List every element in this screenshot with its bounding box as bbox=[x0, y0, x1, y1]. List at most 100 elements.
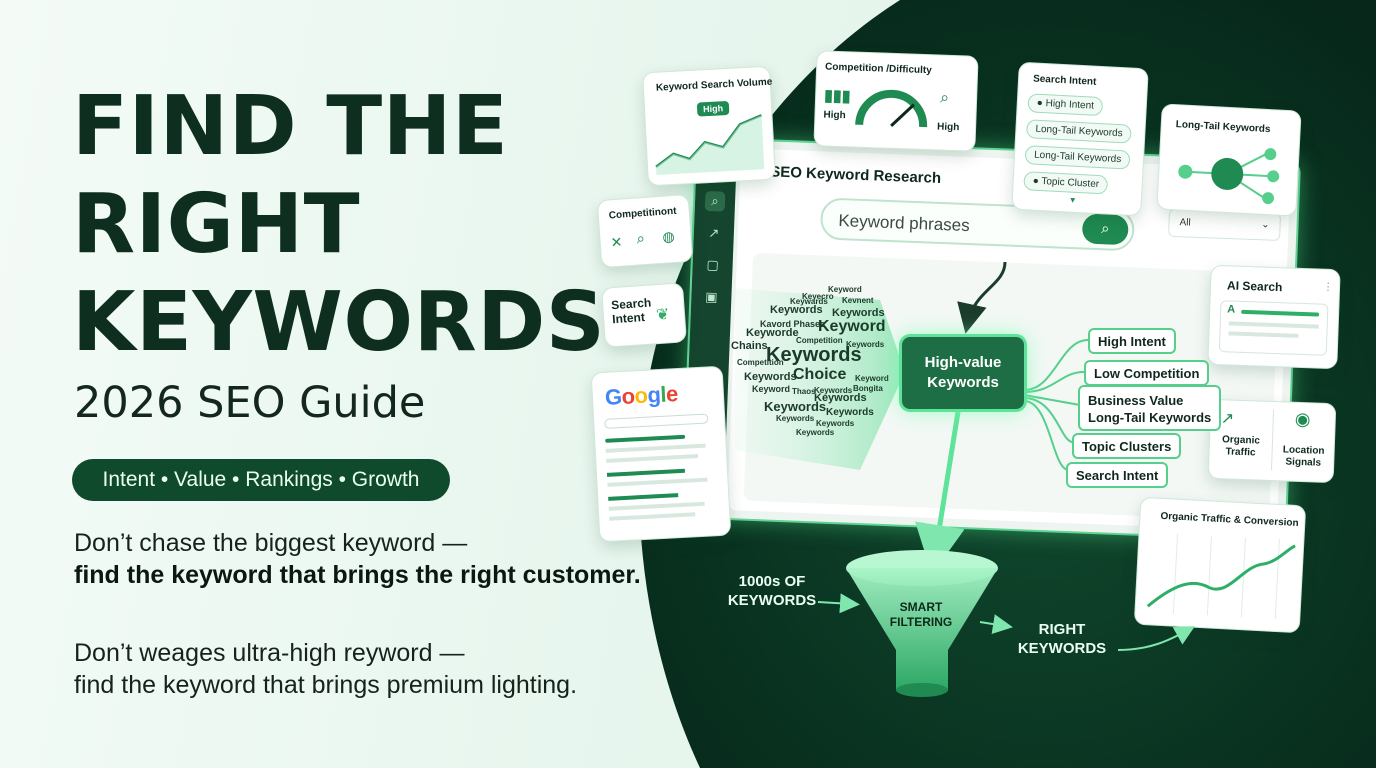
magnify-icon: ⌕ bbox=[635, 230, 646, 248]
chevron-down-icon: ⌄ bbox=[1260, 219, 1270, 231]
competitors-card: Competitinont ✕ ⌕ ◍ bbox=[597, 194, 693, 268]
funnel-center-label: SMART FILTERING bbox=[874, 600, 968, 630]
cloud-word: Choice bbox=[793, 366, 847, 383]
cloud-word: Chains bbox=[731, 340, 768, 352]
ai-answer-line bbox=[1241, 309, 1320, 317]
cloud-word: Keyworde bbox=[746, 327, 799, 339]
competitor-icon: ✕ bbox=[610, 233, 623, 251]
cloud-word: Keyword bbox=[752, 384, 791, 394]
hub-line-1: High-value bbox=[924, 354, 1002, 371]
funnel-center-line-1: SMART bbox=[899, 600, 943, 614]
headline-line-1: FIND THE bbox=[72, 79, 509, 174]
funnel-output-line-2: KEYWORDS bbox=[1017, 640, 1107, 657]
tagline-2: Don’t weages ultra-high reyword — find t… bbox=[74, 637, 577, 701]
output-high-intent: High Intent bbox=[1088, 328, 1176, 354]
hub-line-2: Keywords bbox=[927, 374, 999, 391]
ai-icon: A bbox=[1227, 303, 1236, 316]
output-topic-clusters: Topic Clusters bbox=[1072, 433, 1182, 459]
cloud-word: Thaos bbox=[792, 387, 816, 396]
cloud-word: Keywords bbox=[826, 407, 874, 418]
divider bbox=[1270, 410, 1275, 471]
location-signals-label: Location Signals bbox=[1275, 444, 1332, 470]
network-icon bbox=[1178, 148, 1280, 205]
filter-select-value: All bbox=[1179, 217, 1191, 229]
more-icon[interactable]: ⋮ bbox=[1322, 281, 1334, 294]
organic-traffic-line-2: Traffic bbox=[1225, 446, 1256, 459]
search-placeholder: Keyword phrases bbox=[838, 211, 971, 236]
long-tail-title: Long-Tail Keywords bbox=[1175, 119, 1271, 136]
intent-item-high-intent: ● High Intent bbox=[1027, 93, 1104, 117]
long-tail-card: Long-Tail Keywords bbox=[1157, 104, 1301, 216]
google-logo: Google bbox=[604, 381, 679, 410]
cloud-word: Kevnent bbox=[842, 296, 874, 305]
intent-item-label: High Intent bbox=[1045, 98, 1095, 112]
trend-icon[interactable]: ↗ bbox=[708, 225, 720, 241]
magnify-icon: ⌕ bbox=[939, 89, 950, 107]
image-icon[interactable]: ▣ bbox=[704, 289, 718, 305]
search-button[interactable]: ⌕ bbox=[1081, 213, 1129, 246]
tagline-1-line-1: Don’t chase the biggest keyword — bbox=[74, 529, 468, 557]
result-line bbox=[605, 434, 686, 443]
ai-search-title: AI Search bbox=[1226, 278, 1283, 295]
globe-icon: ◍ bbox=[661, 227, 676, 245]
result-line bbox=[605, 443, 706, 453]
value-pill: Intent • Value • Rankings • Growth bbox=[72, 459, 450, 501]
output-low-competition: Low Competition bbox=[1084, 360, 1210, 386]
intent-item-label: Topic Cluster bbox=[1041, 176, 1100, 191]
result-line bbox=[608, 501, 705, 511]
traffic-signals-card: ↗ Organic Traffic ◉ Location Signals bbox=[1208, 399, 1336, 483]
output-search-intent: Search Intent bbox=[1066, 462, 1169, 488]
growth-icon: ↗ bbox=[1220, 410, 1235, 428]
result-line bbox=[606, 468, 686, 477]
search-intent-small-line-1: Search bbox=[610, 295, 652, 313]
hero-headline: FIND THE RIGHT KEYWORDS bbox=[72, 78, 632, 372]
output-business-value-line-2: Long-Tail Keywords bbox=[1088, 410, 1212, 425]
google-search-bar[interactable] bbox=[604, 413, 709, 429]
cloud-word: Keywords bbox=[796, 428, 835, 437]
tagline-1-line-2: find the keyword that brings the right c… bbox=[74, 561, 641, 589]
competitors-title: Competitinont bbox=[608, 205, 677, 222]
chart-icon bbox=[655, 114, 765, 175]
search-intent-title: Search Intent bbox=[1032, 73, 1097, 88]
intent-item-long-tail: Long-Tail Keywords bbox=[1025, 119, 1133, 144]
cloud-word: Competition bbox=[737, 358, 784, 367]
cloud-word: Keywords bbox=[816, 419, 855, 428]
chevron-down-icon: ▼ bbox=[1068, 195, 1077, 205]
funnel-input-line-2: KEYWORDS bbox=[727, 592, 817, 609]
competition-left-label: High bbox=[823, 109, 846, 122]
competition-card: Competition /Difficulty ▮▮▮ High ⌕ High bbox=[814, 51, 978, 151]
ai-answer-box: A bbox=[1218, 300, 1329, 356]
competition-title: Competition /Difficulty bbox=[824, 61, 932, 77]
search-intent-small-card: Search Intent ❦ bbox=[602, 283, 686, 347]
traffic-chart bbox=[1146, 533, 1296, 619]
funnel-center-line-2: FILTERING bbox=[889, 615, 953, 629]
result-line bbox=[609, 512, 696, 521]
organic-traffic-label: Organic Traffic bbox=[1215, 434, 1266, 460]
cloud-word: Keyword bbox=[818, 318, 886, 335]
location-pin-icon: ◉ bbox=[1294, 408, 1311, 430]
organic-conversion-title: Organic Traffic & Conversion bbox=[1160, 510, 1299, 530]
result-line bbox=[607, 477, 708, 487]
competition-right-label: High bbox=[936, 121, 960, 134]
search-icon: ⌕ bbox=[1100, 220, 1110, 238]
ai-answer-line bbox=[1228, 321, 1319, 329]
google-results-card: Google bbox=[591, 366, 731, 542]
leaf-icon: ❦ bbox=[655, 306, 671, 325]
cloud-word: Keyword bbox=[855, 374, 889, 383]
search-icon[interactable]: ⌕ bbox=[704, 190, 726, 212]
output-business-value-line-1: Business Value bbox=[1088, 393, 1184, 408]
organic-traffic-line-1: Organic bbox=[1221, 434, 1261, 447]
cloud-word: Keywords bbox=[770, 304, 823, 316]
organic-conversion-card: Organic Traffic & Conversion bbox=[1134, 497, 1306, 633]
file-icon[interactable]: ▢ bbox=[706, 257, 720, 273]
headline-line-3: KEYWORDS bbox=[72, 275, 606, 370]
funnel-input-line-1: 1000s OF bbox=[738, 573, 806, 590]
intent-item-topic-cluster: ● Topic Cluster bbox=[1023, 171, 1109, 195]
funnel-input-label: 1000s OF KEYWORDS bbox=[720, 572, 824, 610]
location-signals-line-2: Signals bbox=[1285, 456, 1322, 469]
ai-search-card: AI Search ⋮ A bbox=[1208, 265, 1340, 369]
result-line bbox=[606, 454, 699, 463]
tagline-2-line-1: Don’t weages ultra-high reyword — bbox=[74, 639, 465, 667]
tagline-1: Don’t chase the biggest keyword — find t… bbox=[74, 527, 641, 591]
result-line bbox=[608, 493, 679, 501]
